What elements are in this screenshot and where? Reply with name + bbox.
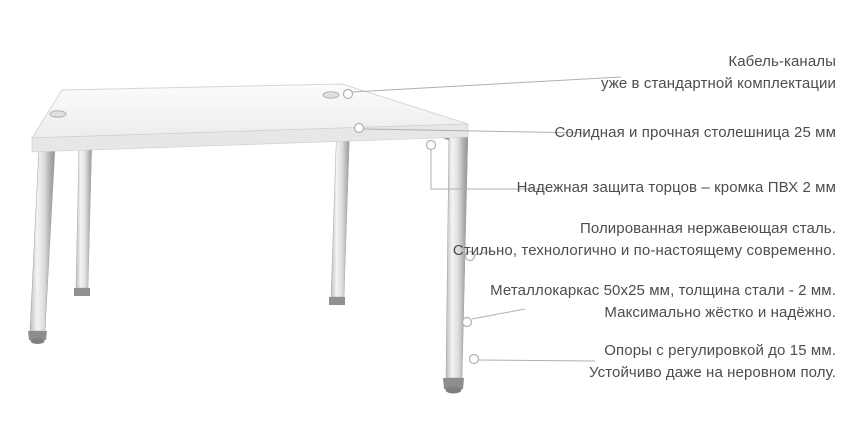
callout-text-line: Стильно, технологично и по-настоящему со… [452,242,836,259]
cable-port-left [49,110,67,118]
callout-text-line: Опоры с регулировкой до 15 мм. [604,342,836,359]
callout-line-tabletop [363,128,587,134]
callout-anchor-cable-channels [342,88,354,100]
callout-text-line: уже в стандартной комплектации [600,75,836,92]
callout-label-adjustable-feet: Опоры с регулировкой до 15 мм. Устойчиво… [589,340,836,384]
desk-foot-front-right [443,378,464,389]
desk-glide-front-left [30,338,45,344]
callout-anchor-stainless-steel [464,250,476,262]
callout-anchor-adjustable-feet [468,353,480,365]
callout-anchor-metal-frame [461,316,473,328]
callout-anchor-tabletop [353,122,365,134]
callout-anchor-edge-pvc [425,139,437,151]
callout-line-cable-channels [351,76,622,93]
callout-line-edge-pvc [430,150,548,190]
callout-label-metal-frame: Металлокаркас 50х25 мм, толщина стали - … [490,280,836,324]
callout-lines [351,76,622,362]
callout-line-adjustable-feet [478,359,596,362]
callout-text-line: Металлокаркас 50х25 мм, толщина стали - … [490,282,836,299]
callout-label-cable-channels: Кабель-каналы уже в стандартной комплект… [601,51,836,95]
callout-label-tabletop: Солидная и прочная столешница 25 мм [555,122,836,144]
callout-text-line: Максимально жёстко и надёжно. [604,304,836,321]
callout-text-line: Кабель-каналы [728,53,836,70]
cable-port-right [322,91,340,99]
callout-label-stainless-steel: Полированная нержавеющая сталь. Стильно,… [453,218,836,262]
desk-foot-front-left [28,331,47,340]
callout-line-stainless-steel [474,250,494,256]
callout-text-line: Солидная и прочная столешница 25 мм [554,124,836,141]
callout-text-line: Устойчиво даже на неровном полу. [588,364,836,381]
callout-label-edge-pvc: Надежная защита торцов – кромка ПВХ 2 мм [517,177,836,199]
callout-text-line: Надежная защита торцов – кромка ПВХ 2 мм [516,179,836,196]
desk-foot-back-left [74,288,90,296]
desk-glide-front-right [445,386,462,394]
desk-foot-back-right [329,297,345,305]
callout-anchors [342,88,480,365]
callout-text-line: Полированная нержавеющая сталь. [579,220,836,237]
callout-line-metal-frame [471,308,526,320]
